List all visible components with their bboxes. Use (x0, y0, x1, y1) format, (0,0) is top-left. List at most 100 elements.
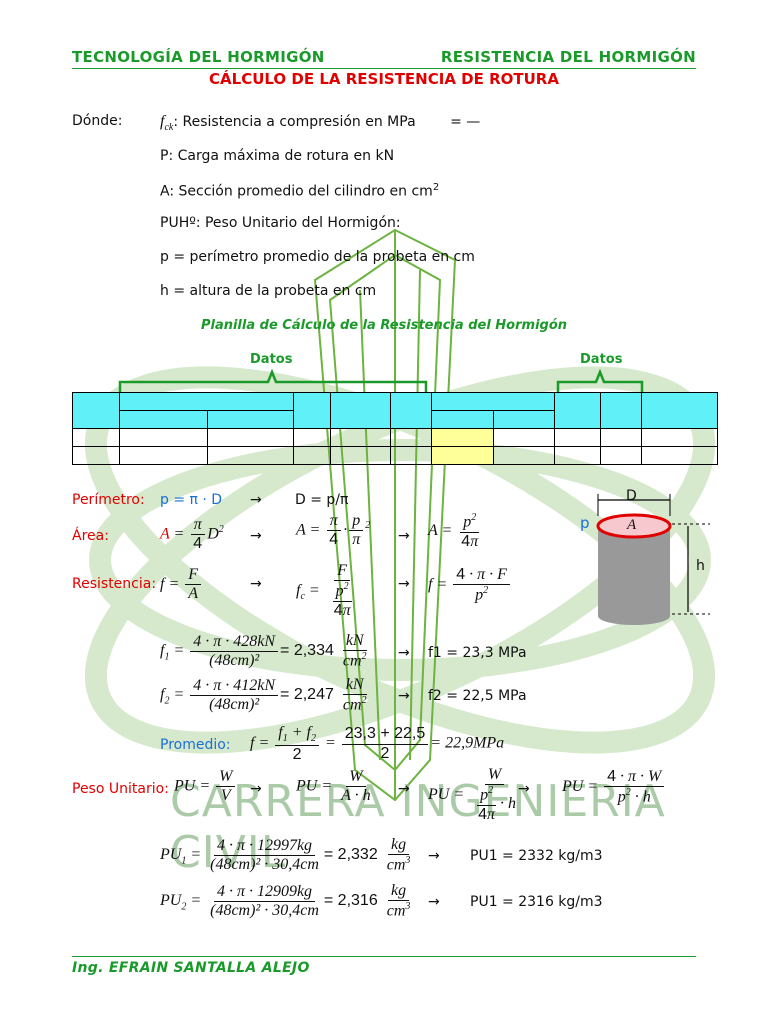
pu1-den: (48cm)² · 30,4cm (210, 856, 319, 874)
header-right: RESISTENCIA DEL HORMIGÓN (440, 48, 696, 66)
table-cell (431, 428, 494, 447)
pu1-result: PU1 = 2332 kg/m3 (470, 848, 603, 864)
cyl-h-label: h (696, 558, 705, 574)
promedio-label: Promedio: (160, 737, 231, 753)
area-sup: 2 (432, 182, 440, 193)
f2-num: 4 · π · 412kN (190, 677, 279, 697)
header-rule (72, 68, 696, 69)
pu2-den: (48cm)² · 30,4cm (210, 902, 319, 920)
def-height: h = altura de la probeta en cm (160, 283, 377, 299)
arrow-icon: → (250, 528, 262, 544)
f2-den: (48cm)² (209, 696, 260, 714)
table-cell (330, 446, 391, 465)
peso-label: Peso Unitario: (72, 781, 169, 797)
def-area: A: Sección promedio del cilindro en cm2 (160, 182, 439, 200)
area-label: Área: (72, 528, 109, 544)
fck-text: : Resistencia a compresión en MPa (173, 114, 416, 130)
datos-braces (118, 368, 644, 392)
table-cell (71, 446, 121, 465)
arrow-icon: → (398, 528, 410, 544)
arrow-icon: → (398, 576, 410, 592)
table-cell (119, 410, 209, 429)
table-cell (431, 410, 494, 429)
table-cell (71, 428, 121, 447)
resistencia-label: Resistencia: (72, 576, 157, 592)
table-cell (599, 446, 643, 465)
planilla-table (71, 392, 718, 465)
table-cell (71, 392, 121, 429)
table-cell (431, 392, 556, 411)
datos-right-label: Datos (580, 352, 623, 367)
arrow-icon: → (250, 781, 262, 797)
pu2-formula: PU2 = 4 · π · 12909kg(48cm)² · 30,4cm= 2… (160, 882, 411, 920)
table-cell (389, 428, 433, 447)
table-cell (431, 446, 494, 465)
table-cell (641, 428, 718, 447)
footer-author: Ing. EFRAIN SANTALLA ALEJO (72, 960, 310, 976)
table-cell (207, 428, 295, 447)
perimetro-res: D = p/π (295, 492, 349, 508)
table-cell (119, 446, 209, 465)
cyl-p-label: p (580, 514, 590, 532)
fck-symbol: f (160, 113, 165, 130)
pu1-formula: PU1 = 4 · π · 12997kg(48cm)² · 30,4cm= 2… (160, 836, 411, 874)
pu2-num: 4 · π · 12909kg (213, 883, 316, 903)
table-cell (119, 428, 209, 447)
f1-result: f1 = 23,3 MPa (428, 645, 527, 661)
table-cell (207, 410, 295, 429)
table-cell (492, 410, 556, 429)
cyl-a-label: A (627, 517, 637, 533)
datos-left-label: Datos (250, 352, 293, 367)
table-cell (389, 446, 433, 465)
table-cell (641, 392, 718, 429)
table-cell (330, 392, 391, 429)
table-cell (330, 428, 391, 447)
arrow-icon: → (398, 645, 410, 661)
table-cell (554, 392, 601, 429)
header-left: TECNOLOGÍA DEL HORMIGÓN (72, 48, 325, 66)
table-cell (293, 446, 332, 465)
footer-rule (72, 956, 696, 957)
watermark-text: CARRERA INGENIERIA CIVIL (170, 776, 666, 878)
pu1-val: = 2,332 (323, 846, 378, 864)
f2-val: = 2,247 (280, 686, 334, 704)
arrow-icon: → (398, 781, 410, 797)
pu1-num: 4 · π · 12997kg (213, 837, 316, 857)
def-load: P: Carga máxima de rotura en kN (160, 148, 395, 164)
pu2-result: PU1 = 2316 kg/m3 (470, 894, 603, 910)
def-pu: PUHº: Peso Unitario del Hormigón: (160, 215, 401, 231)
table-cell (599, 428, 643, 447)
fck-sub: ck (164, 121, 174, 133)
perimetro-label: Perímetro: (72, 492, 145, 508)
pu2-val: = 2,316 (323, 892, 378, 910)
table-cell (389, 392, 433, 429)
table-cell (293, 392, 332, 429)
cylinder-diagram (596, 494, 710, 625)
f1-den: (48cm)² (209, 652, 260, 670)
page-title: CÁLCULO DE LA RESISTENCIA DE ROTURA (209, 70, 559, 88)
arrow-icon: → (428, 848, 440, 864)
table-cell (492, 428, 556, 447)
planilla-title: Planilla de Cálculo de la Resistencia de… (200, 318, 568, 333)
def-perimeter: p = perímetro promedio de la probeta en … (160, 249, 475, 265)
arrow-icon: → (518, 781, 530, 797)
table-cell (293, 428, 332, 447)
table-cell (554, 428, 601, 447)
arrow-icon: → (398, 688, 410, 704)
f1-val: = 2,334 (280, 642, 334, 660)
area-text: A: Sección promedio del cilindro en cm (160, 183, 433, 200)
table-cell (119, 392, 295, 411)
donde-label: Dónde: (72, 113, 123, 129)
prom-result: = 22,9MPa (430, 734, 505, 752)
